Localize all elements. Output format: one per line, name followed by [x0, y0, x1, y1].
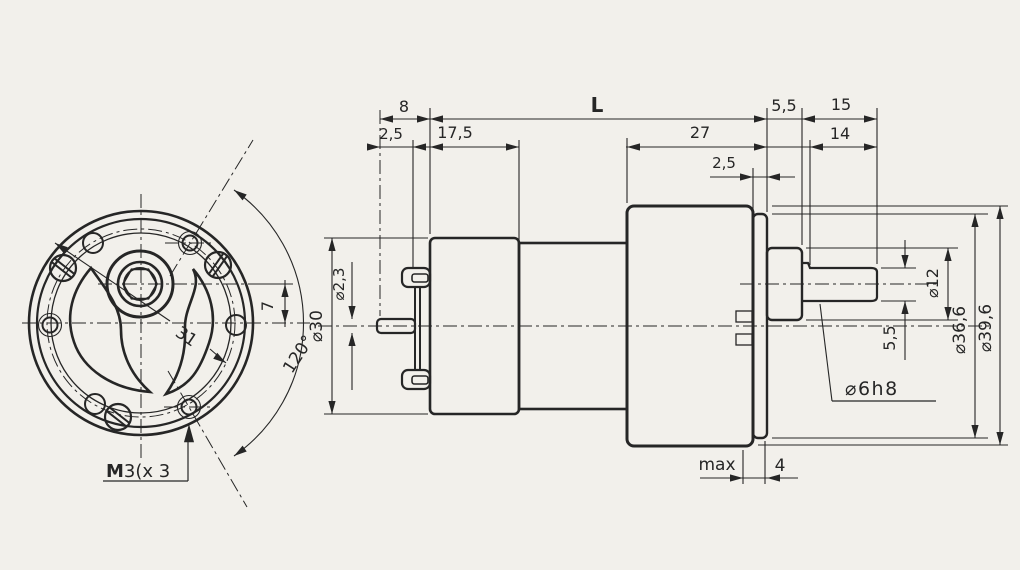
side-view: 8 L 5,5 15 2,5 17,5 27 14 2,5	[307, 93, 1008, 484]
brush-plate	[414, 287, 421, 370]
dim-label-31: 31	[171, 323, 200, 352]
callout-shaft-fit: ⌀6h8	[819, 303, 936, 402]
dim-rear-shaft-dia: ⌀2,3	[330, 262, 356, 390]
extension-lines	[324, 108, 1008, 446]
output-hub	[105, 249, 175, 319]
bearing-detail	[735, 310, 753, 346]
output-boss	[765, 246, 804, 322]
callout-m3: M3(x 3	[103, 424, 195, 482]
dim-label-14: 14	[830, 124, 850, 143]
crescent-slot-left	[68, 265, 154, 394]
m3-hole-left	[37, 312, 63, 338]
mount-hole-top-left	[82, 232, 104, 254]
dim-label-8: 8	[399, 97, 409, 116]
front-view: 120° 31 7 M3(x 3	[22, 139, 318, 508]
mount-hole-bottom-left	[84, 393, 106, 415]
dim-label-dia-36-6: ⌀36,6	[950, 306, 970, 354]
m3-hole-top-right	[177, 230, 203, 256]
thread-callout-text: M3(x 3	[106, 461, 170, 482]
mount-hole-right	[225, 314, 247, 336]
m3-hole-bottom-right	[176, 394, 202, 420]
screw-upper-right	[203, 250, 233, 280]
dim-label-6h8: ⌀6h8	[845, 378, 899, 400]
thread-prefix: M	[106, 461, 124, 482]
dim-boss-dia: ⌀12	[923, 248, 952, 320]
dim-max-4: max 4	[698, 441, 798, 484]
terminal-top	[400, 266, 432, 289]
hex-bore	[121, 268, 159, 300]
dim-label-2-5-tail: 2,5	[379, 125, 403, 143]
front-centerlines	[22, 139, 310, 508]
dim-motor-dia: ⌀30	[307, 238, 336, 414]
dim-label-dia-2-3: ⌀2,3	[330, 268, 348, 301]
dim-label-5-5-boss: 5,5	[771, 96, 796, 115]
output-shaft	[802, 261, 879, 303]
dim-label-15: 15	[831, 95, 851, 114]
bolt-pitch-circle	[46, 228, 236, 418]
dim-flat-height: 5,5	[880, 240, 909, 360]
dim-row-second: 2,5 17,5 27 14	[367, 123, 877, 151]
dim-label-dia-30: ⌀30	[307, 310, 327, 342]
screw-upper-left	[48, 253, 78, 283]
dim-case-dia: ⌀39,6	[976, 206, 1004, 445]
flange-outer-circle	[27, 209, 255, 437]
dim-label-27: 27	[690, 123, 710, 142]
dim-label-max: max	[698, 455, 735, 475]
dim-label-17-5: 17,5	[437, 123, 473, 142]
gearbox-cover	[751, 212, 769, 440]
gear-cavity-circle	[50, 232, 232, 414]
screw-bottom	[103, 402, 133, 432]
dim-label-7: 7	[258, 301, 277, 311]
crescent-slot-right	[162, 268, 215, 397]
dim-7-offset: 7	[250, 280, 293, 327]
dim-label-2-5-cover: 2,5	[712, 154, 736, 172]
dim-label-max-4: 4	[775, 456, 786, 476]
thread-rest: 3(x 3	[124, 461, 170, 482]
dim-row-top: 8 L 5,5 15	[380, 93, 877, 123]
dim-label-5-5-flat: 5,5	[880, 325, 899, 350]
dim-label-dia-39-6: ⌀39,6	[976, 304, 996, 352]
dim-label-L: L	[591, 93, 604, 117]
dim-label-dia-12: ⌀12	[923, 268, 942, 298]
terminal-bottom	[400, 368, 432, 391]
dim-cover-dia: ⌀36,6	[950, 214, 979, 438]
